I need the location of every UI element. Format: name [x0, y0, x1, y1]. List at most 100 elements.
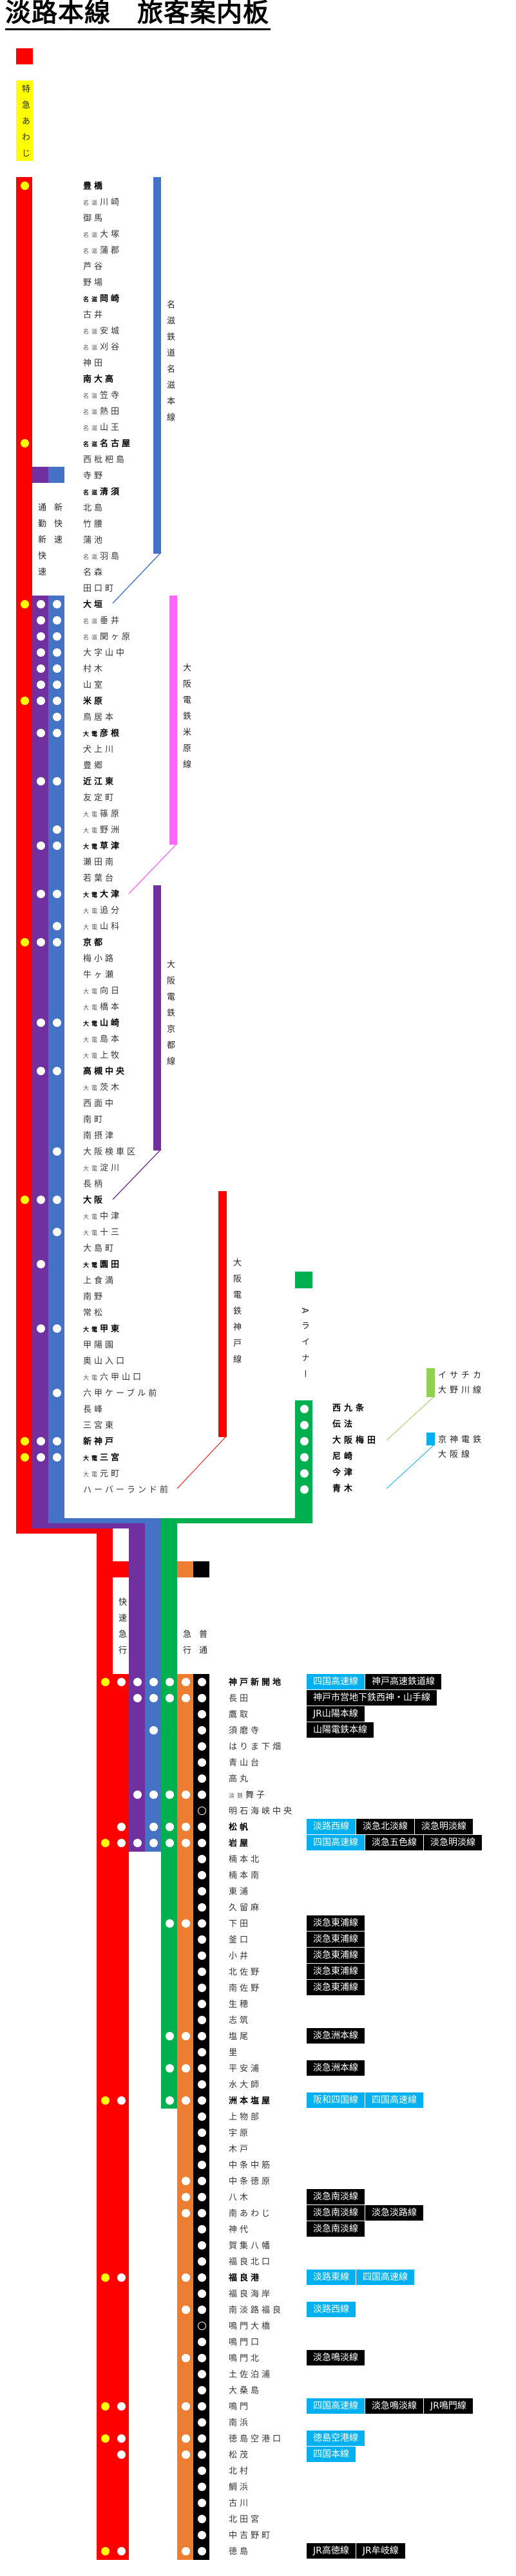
station-prefix: 名滋 [83, 345, 100, 352]
station-name: 南町 [83, 1115, 106, 1125]
stop-dot [197, 2015, 206, 2024]
station-row: 岩屋 [229, 1836, 251, 1849]
transfer-badges: 阪和四国線四国高速線 [307, 2092, 423, 2108]
station-name: 刈谷 [100, 343, 122, 352]
station-prefix: 大電 [83, 1021, 100, 1028]
station-name: 近江東 [83, 777, 117, 787]
stop-dot [36, 680, 45, 689]
station-row: 寺野 [83, 469, 105, 482]
station-name: 西枇杷島 [83, 455, 128, 465]
a-liner-station-name: 伝法 [332, 1420, 356, 1429]
stop-dot [52, 825, 61, 834]
station-row: 楠本南 [229, 1868, 262, 1881]
stop-dot [52, 696, 61, 705]
a-liner-label: Aライナー [300, 1308, 309, 1386]
station-prefix: 名滋 [83, 297, 100, 303]
stop-dot [197, 1693, 206, 1702]
station-prefix: 名滋 [83, 490, 100, 496]
station-name: 洲本塩屋 [229, 2096, 273, 2106]
stop-dot [52, 1227, 61, 1236]
station-name: 須磨寺 [229, 1726, 262, 1736]
station-row: 福良海岸 [229, 2287, 272, 2300]
station-prefix: 名滋 [83, 554, 100, 561]
stop-dot [52, 632, 61, 641]
station-row: 北村 [229, 2464, 251, 2477]
stop-dot [181, 2546, 190, 2555]
station-prefix: 大電 [83, 989, 100, 995]
kobe-connection [177, 1435, 227, 1489]
station-prefix: 大電 [83, 1166, 100, 1172]
stop-dot [181, 1677, 190, 1686]
station-prefix: 大電 [83, 1472, 100, 1478]
stop-dot [197, 2176, 206, 2185]
a-liner-station-name: 青木 [332, 1484, 356, 1494]
transfer-badges: 淡路西線淡急北淡線淡急明淡線 [307, 1819, 473, 1834]
stop-dot [165, 1693, 174, 1702]
maibara-line-bar [169, 596, 177, 845]
station-name: 古井 [83, 310, 106, 320]
keishin-line-label-2: 大阪線 [438, 1450, 473, 1460]
stop-dot [165, 1919, 174, 1928]
station-name: 常松 [83, 1308, 106, 1318]
transfer-line-badge: 淡急東浦線 [307, 1932, 365, 1947]
station-row: 南あわじ [229, 2206, 272, 2219]
transfer-badges: 四国高速線淡急五色線淡急明淡線 [307, 1835, 482, 1850]
stop-dot [197, 2112, 206, 2121]
express-label: 急行 [181, 1630, 191, 1662]
station-name: 久留麻 [229, 1903, 262, 1913]
station-name: 鳴門口 [229, 2338, 262, 2347]
stop-dot [197, 2402, 206, 2411]
station-name: 山崎 [100, 1019, 122, 1028]
station-name: 神代 [229, 2225, 251, 2235]
stop-dot [165, 2064, 174, 2073]
stop-dot [197, 2369, 206, 2378]
stop-dot [197, 2289, 206, 2298]
station-row: 野場 [83, 276, 105, 288]
stop-dot [165, 1790, 174, 1799]
station-row: 福良港 [229, 2271, 262, 2284]
stop-dot [36, 664, 45, 673]
a-liner-station-name: 今津 [332, 1468, 356, 1478]
meishi-line-label: 名滋鉄道名滋本線 [165, 300, 175, 429]
station-name: 北田宮 [229, 2515, 262, 2524]
stop-dot [117, 2450, 126, 2459]
stop-dot [20, 937, 29, 946]
station-row: 神代 [229, 2223, 251, 2235]
station-row: 南町 [83, 1113, 105, 1125]
station-name: 甲東 [100, 1324, 122, 1334]
station-row: 大電上牧 [83, 1048, 122, 1061]
stop-dot [52, 776, 61, 785]
station-row: 名滋蒲郡 [83, 243, 122, 256]
station-name: 徳島 [229, 2547, 251, 2557]
station-row: 水大師 [229, 2078, 262, 2091]
transfer-line-badge: 神戸市営地下鉄西神・山手線 [307, 1690, 437, 1706]
stop-dot [197, 2337, 206, 2346]
station-name: 釜口 [229, 1935, 251, 1945]
station-prefix: 名滋 [83, 426, 100, 432]
keishin-connection [386, 1443, 435, 1489]
stop-dot [117, 2434, 126, 2443]
station-row: 新神戸 [83, 1434, 116, 1447]
station-name: 八木 [229, 2193, 251, 2203]
transfer-line-badge: 淡急東浦線 [307, 1948, 365, 1963]
new-rapid-bend [48, 1518, 161, 1523]
stop-dot [133, 1693, 142, 1702]
transfer-line-badge: 四国高速線 [307, 1674, 365, 1689]
stop-dot [117, 2546, 126, 2555]
transfer-badges: 山陽電鉄本線 [307, 1722, 374, 1738]
station-row: 田口町 [83, 581, 116, 594]
station-prefix: 名滋 [83, 409, 100, 416]
station-name: 松茂 [229, 2450, 251, 2460]
transfer-line-badge: 淡急東浦線 [307, 1915, 365, 1931]
a-liner-color-swatch [295, 1272, 312, 1288]
station-row: 大電追分 [83, 903, 122, 916]
station-name: 大字山中 [83, 648, 128, 658]
stop-dot [197, 2385, 206, 2394]
kyoto-line-label: 大阪電鉄京都線 [165, 960, 175, 1073]
stop-dot [197, 2208, 206, 2217]
stop-dot [197, 1725, 206, 1735]
stop-dot [165, 1677, 174, 1686]
station-row: 南浜 [229, 2416, 251, 2429]
stop-dot [197, 2047, 206, 2056]
